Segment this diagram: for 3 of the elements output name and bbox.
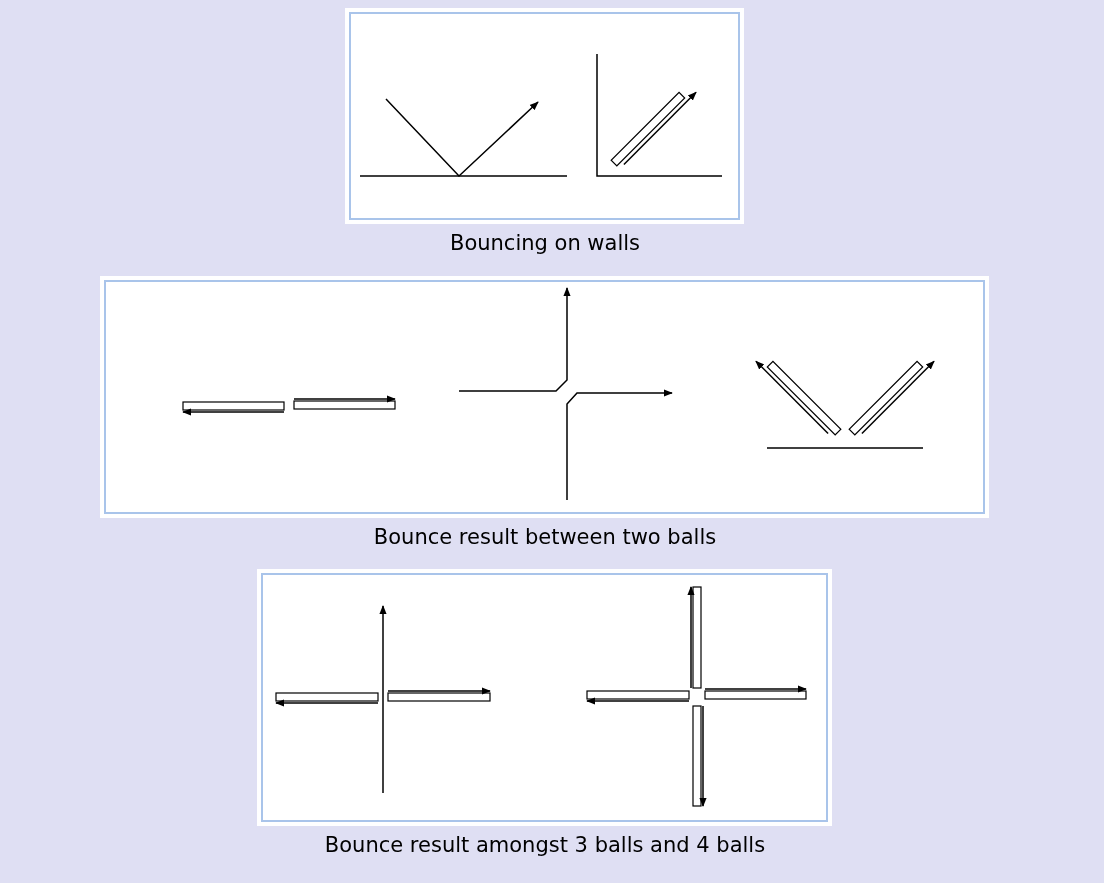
figure-caption: Bounce result amongst 3 balls and 4 balls: [324, 832, 766, 858]
figure-caption: Bounce result between two balls: [373, 524, 717, 550]
figure-caption: Bouncing on walls: [449, 230, 641, 256]
